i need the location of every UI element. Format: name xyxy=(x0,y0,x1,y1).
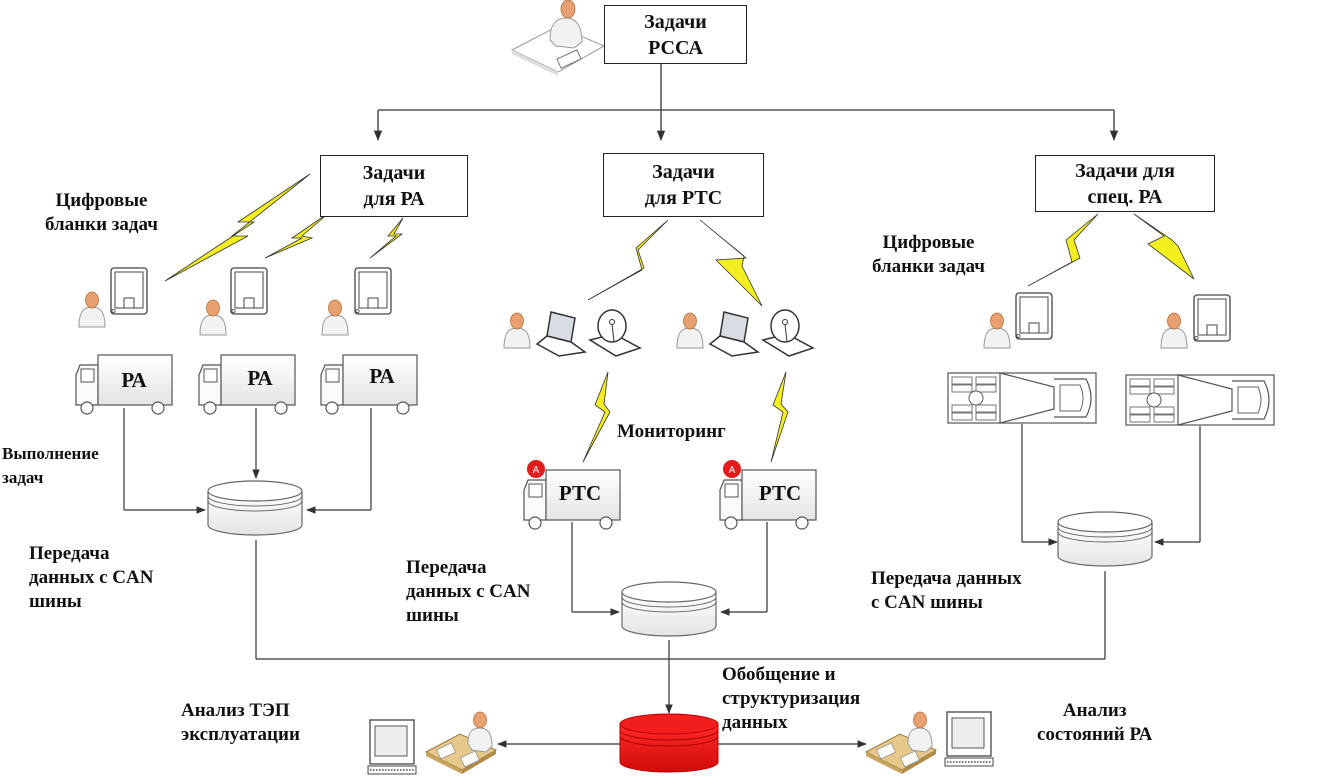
person-icon xyxy=(321,299,349,336)
special-vehicle-icon[interactable] xyxy=(1125,374,1275,426)
tablet-icon xyxy=(1015,292,1053,340)
rtc-truck-1[interactable]: A РТС xyxy=(523,460,621,530)
special-vehicle-icon[interactable] xyxy=(947,372,1097,424)
tablet-icon xyxy=(110,267,148,315)
ra-task-box[interactable]: Задачи для РА xyxy=(320,155,468,217)
analyst-workstation-icon xyxy=(865,711,937,775)
rtc-task-box[interactable]: Задачи для РТС xyxy=(603,153,764,217)
ra-exec-label: Выполнение задач xyxy=(2,444,99,487)
alarm-badge xyxy=(723,460,741,478)
ra-operator-3 xyxy=(321,267,392,336)
aggregation-label: Обобщение и структуризация данных xyxy=(722,664,861,733)
spec-forms-label: Цифровые бланки задач xyxy=(872,232,985,277)
lightning-icon xyxy=(1027,213,1099,287)
output-left-label: Анализ ТЭП эксплуатации xyxy=(181,700,300,745)
svg-text:A: A xyxy=(729,465,736,476)
truck-label: РТС xyxy=(759,481,801,505)
svg-text:A: A xyxy=(533,465,540,476)
lightning-links xyxy=(164,173,1195,463)
rtc-station-1 xyxy=(503,309,641,357)
rtc-database-icon xyxy=(621,581,717,637)
person-icon xyxy=(199,299,227,336)
lightning-icon xyxy=(264,211,331,259)
spec-operator-1 xyxy=(983,292,1053,349)
dispatcher-workstation-icon xyxy=(510,0,606,76)
ra-database-icon xyxy=(207,480,303,536)
ra-operator-2 xyxy=(199,267,268,336)
rtc-truck-2[interactable]: A РТС xyxy=(719,460,817,530)
truck-label: РА xyxy=(121,368,147,392)
lightning-icon xyxy=(699,219,763,307)
computer-icon xyxy=(944,711,994,767)
lightning-icon xyxy=(1133,213,1195,280)
rtc-station-2 xyxy=(676,309,814,357)
spec-task-box[interactable]: Задачи для спец. РА xyxy=(1035,155,1215,212)
rtc-connectors xyxy=(571,522,768,616)
ra-connectors xyxy=(123,408,372,659)
ra-truck-2[interactable]: РА xyxy=(198,354,296,415)
rtc-monitoring-label: Мониторинг xyxy=(617,421,726,442)
spec-operator-2 xyxy=(1160,294,1231,349)
satellite-dish-icon xyxy=(589,309,641,357)
lightning-icon xyxy=(587,219,669,301)
root-connectors xyxy=(373,64,1119,142)
spec-connectors xyxy=(1021,424,1201,546)
tablet-icon xyxy=(230,267,268,315)
tablet-icon xyxy=(354,267,392,315)
lightning-icon xyxy=(770,371,789,463)
alarm-badge xyxy=(527,460,545,478)
person-icon xyxy=(1160,312,1188,349)
lightning-icon xyxy=(164,173,311,282)
person-icon xyxy=(78,291,106,328)
ra-forms-label: Цифровые бланки задач xyxy=(45,190,158,235)
lightning-icon xyxy=(369,217,404,259)
person-icon xyxy=(676,312,704,349)
lightning-icon xyxy=(582,371,611,463)
central-database-icon[interactable] xyxy=(619,713,719,773)
laptop-icon xyxy=(709,311,759,357)
tablet-icon xyxy=(1193,294,1231,342)
computer-icon xyxy=(367,719,417,775)
truck-label: РТС xyxy=(559,481,601,505)
root-task-box[interactable]: Задачи РССА xyxy=(604,5,747,64)
truck-label: РА xyxy=(247,366,273,390)
laptop-icon xyxy=(536,311,586,357)
ra-operator-1 xyxy=(78,267,148,328)
rtc-can-label: Передача данных с CAN шины xyxy=(406,557,531,626)
person-icon xyxy=(983,312,1011,349)
ra-truck-1[interactable]: РА xyxy=(75,354,173,415)
ra-can-label: Передача данных с CAN шины xyxy=(29,543,154,612)
ra-truck-3[interactable]: РА xyxy=(320,354,418,415)
output-right-label: Анализ состояний РА xyxy=(1037,700,1153,745)
spec-can-label: Передача данных с CAN шины xyxy=(871,568,1022,613)
person-icon xyxy=(503,312,531,349)
satellite-dish-icon xyxy=(762,309,814,357)
aggregation-connectors xyxy=(256,571,1106,748)
analyst-workstation-icon xyxy=(425,711,497,775)
spec-database-icon xyxy=(1057,511,1153,567)
truck-label: РА xyxy=(369,364,395,388)
